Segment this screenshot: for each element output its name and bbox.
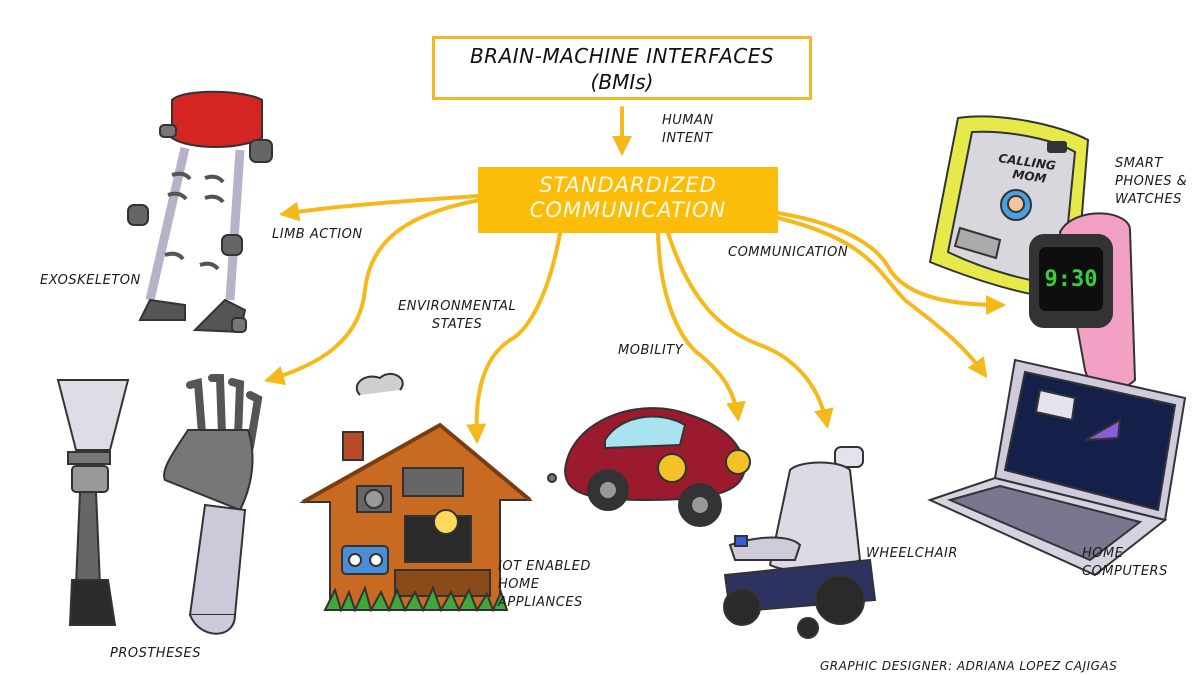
smartwatch-illustration: 9:30 [1029,212,1137,391]
smart-phones-line1: SMART [1115,156,1163,171]
human-intent-line2: INTENT [662,131,713,146]
title-box: BRAIN-MACHINE INTERFACES (BMIs) [432,36,812,100]
arrow-mobility [656,231,746,422]
device-label-smart-phones: SMART PHONES & WATCHES [1115,155,1187,209]
prostheses-illustration [56,374,263,635]
hub-line2: COMMUNICATION [529,198,727,222]
arrow-environmental-states [466,231,562,444]
device-label-prostheses: PROSTHESES [110,646,202,661]
standardized-communication-hub: STANDARDIZED COMMUNICATION [478,167,778,233]
edge-label-mobility: MOBILITY [618,343,684,358]
home-computers-line2: COMPUTERS [1082,564,1168,579]
iot-line3: APPLIANCES [498,595,583,610]
smart-phones-line2: PHONES & [1115,174,1188,189]
device-label-home-computers: HOME COMPUTERS [1082,545,1168,581]
device-label-wheelchair: WHEELCHAIR [866,546,958,561]
laptop-illustration [927,358,1187,577]
edge-label-human-intent: HUMAN INTENT [662,112,714,148]
wheelchair-illustration [723,446,877,639]
arrow-prostheses [264,198,482,386]
environmental-states-line2: STATES [431,317,483,332]
device-label-exoskeleton: EXOSKELETON [40,273,141,288]
phone-mom-text: MOM [1012,167,1048,186]
edge-label-environmental-states: ENVIRONMENTAL STATES [398,298,516,334]
hub-line1: STANDARDIZED [539,173,717,197]
iot-house-illustration [299,372,533,613]
arrow-limb-action [279,194,480,222]
arrow-home-computers [776,216,988,379]
exoskeleton-illustration [127,90,273,334]
car-illustration [547,407,751,527]
human-intent-line1: HUMAN [662,113,714,128]
edge-label-limb-action: LIMB ACTION [272,227,363,242]
arrow-smart-phones [776,211,1006,315]
iot-line1: IOT ENABLED [498,559,591,574]
iot-line2: HOME [498,577,540,592]
device-label-iot: IOT ENABLED HOME APPLIANCES [498,558,591,612]
flow-arrows [264,106,1006,444]
title-line2: (BMIs) [590,70,654,94]
watch-time-text: 9:30 [1045,267,1098,292]
title-line1: BRAIN-MACHINE INTERFACES [469,44,775,68]
smart-phones-line3: WATCHES [1115,192,1182,207]
graphic-designer-credit: GRAPHIC DESIGNER: ADRIANA LOPEZ CAJIGAS [820,659,1118,673]
home-computers-line1: HOME [1082,546,1124,561]
edge-label-communication: COMMUNICATION [728,245,849,260]
environmental-states-line1: ENVIRONMENTAL [398,299,517,314]
arrow-wheelchair [666,231,834,429]
